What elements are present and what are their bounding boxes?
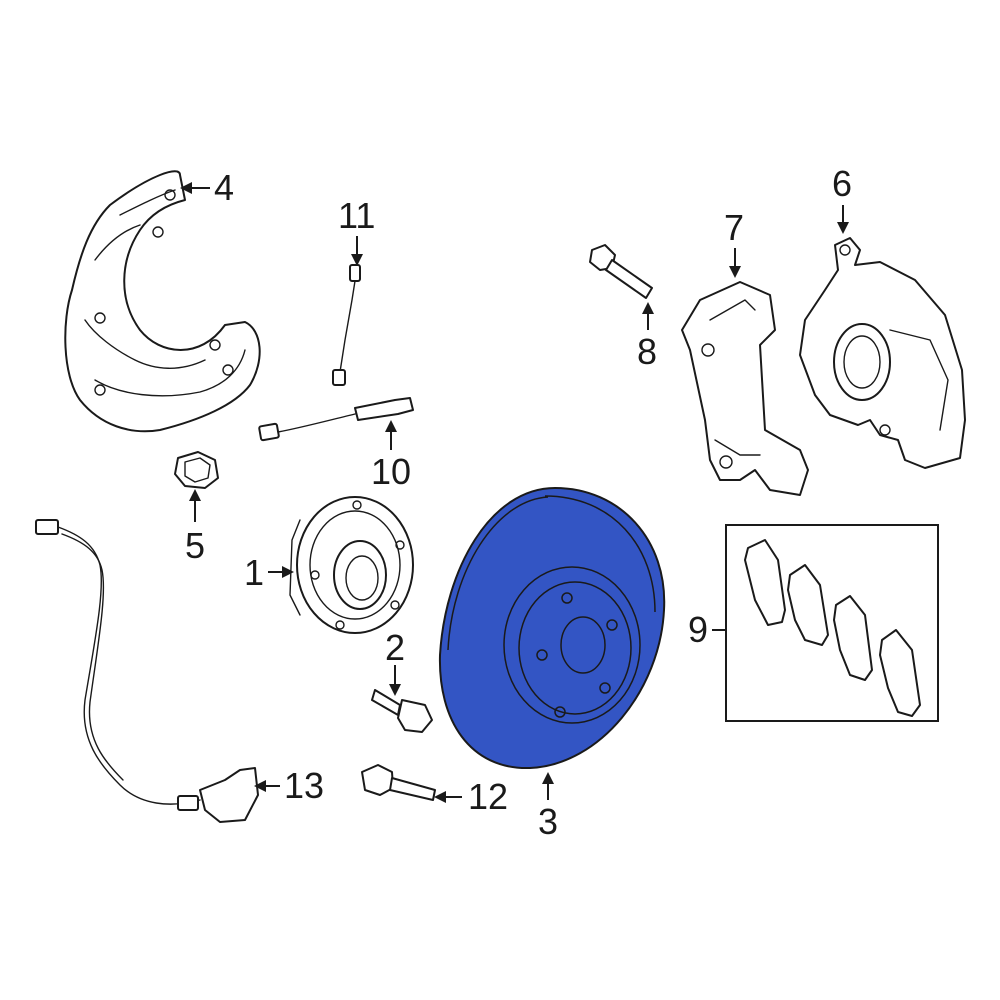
callout-1: 1 (244, 552, 264, 593)
abs-sensor-part-13[interactable] (35, 519, 259, 823)
pad-set-box (725, 524, 939, 722)
callout-13: 13 (284, 765, 324, 806)
wear-sensor-part-11[interactable] (332, 264, 361, 386)
brake-rotor-part-3[interactable] (438, 486, 666, 770)
callout-labels: 1 2 3 4 5 6 7 8 9 10 11 12 13 (185, 163, 852, 842)
callout-5: 5 (185, 525, 205, 566)
bolt-part-2[interactable] (371, 689, 433, 733)
callout-7: 7 (724, 207, 744, 248)
wear-sensor-part-10[interactable] (258, 397, 414, 442)
callout-3: 3 (538, 801, 558, 842)
brake-pads-part-9[interactable] (725, 524, 939, 722)
callout-8: 8 (637, 331, 657, 372)
caliper-bracket-part-7[interactable] (681, 281, 809, 496)
bolt-part-12[interactable] (361, 764, 436, 801)
bolt-part-8[interactable] (589, 244, 653, 299)
hub-bearing-part-1[interactable] (289, 496, 414, 634)
callout-11: 11 (338, 195, 375, 236)
caliper-part-6[interactable] (799, 237, 966, 469)
callout-12: 12 (468, 776, 508, 817)
dust-shield-part-4[interactable] (64, 170, 261, 433)
bolt-part-5[interactable] (174, 451, 219, 489)
leaders (180, 182, 849, 803)
callout-6: 6 (832, 163, 852, 204)
callout-9: 9 (688, 609, 708, 650)
callout-4: 4 (214, 167, 234, 208)
callout-10: 10 (371, 451, 411, 492)
callout-2: 2 (385, 627, 405, 668)
